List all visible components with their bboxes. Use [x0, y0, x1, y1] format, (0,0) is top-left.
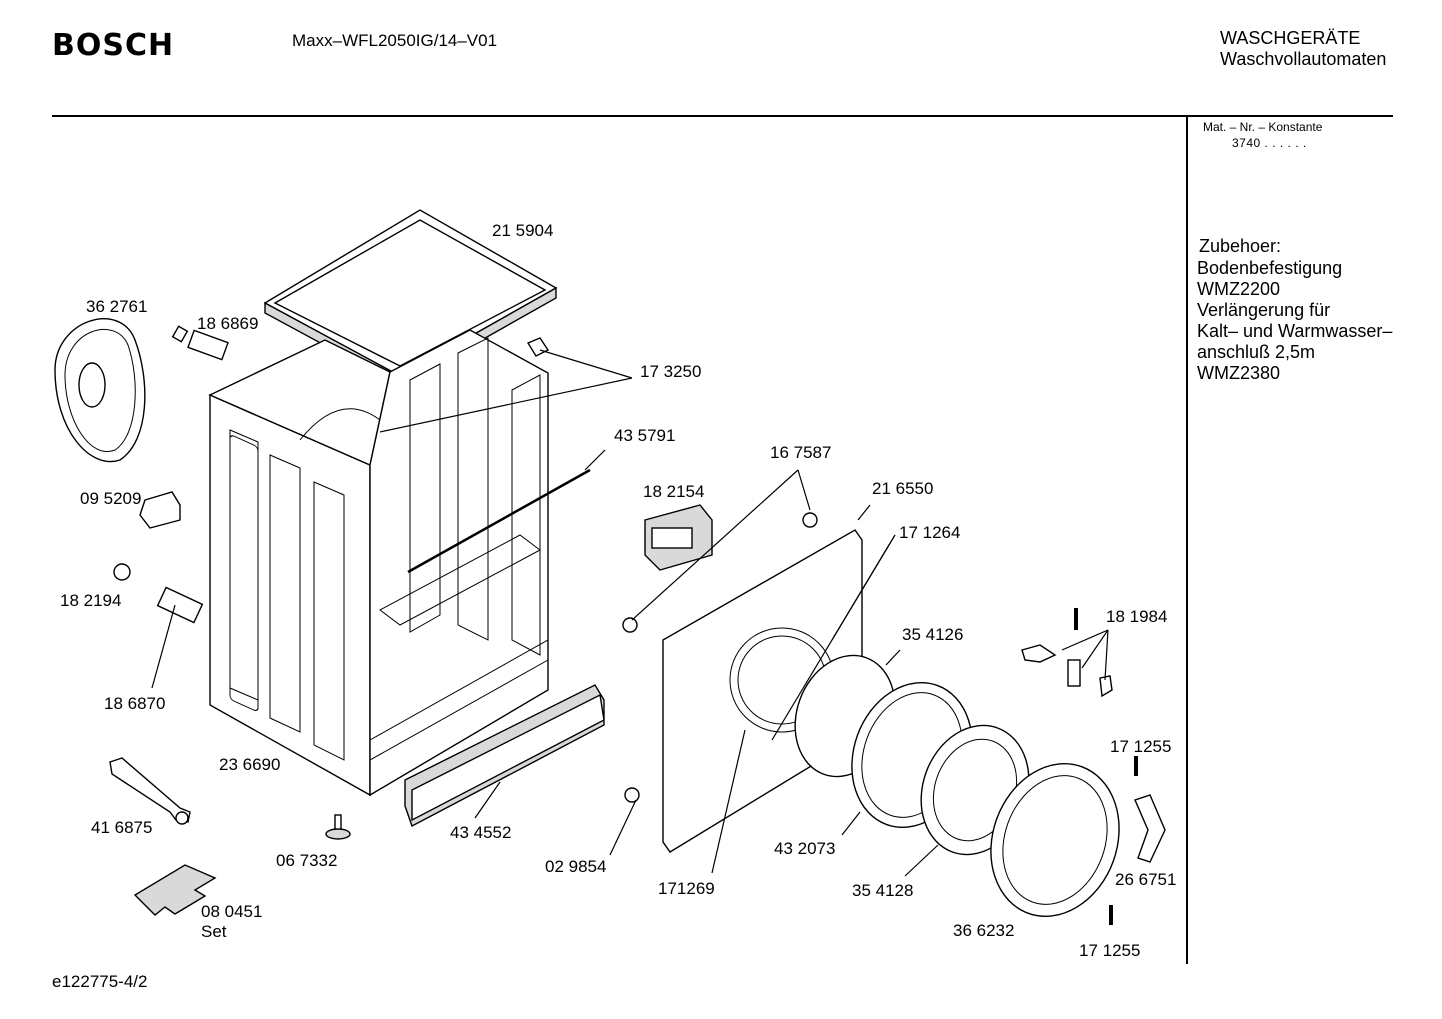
bumper-part [622, 617, 638, 633]
part-label: 35 4126 [902, 625, 964, 644]
part-label: 16 7587 [770, 443, 832, 462]
knob-part [624, 787, 640, 803]
part-label: 17 1255 [1079, 941, 1141, 960]
rear-cover-part [54, 318, 146, 463]
cabinet-part [208, 329, 549, 797]
accessory-line: WMZ2380 [1197, 363, 1281, 383]
accessory-line: WMZ2200 [1197, 279, 1281, 299]
door-lock-part [644, 504, 713, 571]
part-label: 18 2154 [643, 482, 705, 501]
part-label: 43 4552 [450, 823, 512, 842]
transport-lock-set [133, 864, 217, 916]
part-label: 21 5904 [492, 221, 554, 240]
part-label: 18 2194 [60, 591, 122, 610]
cross-bar-part [407, 468, 591, 574]
part-label: 18 6870 [104, 694, 166, 713]
wrench-tool [109, 757, 191, 825]
model-number: Maxx–WFL2050IG/14–V01 [292, 31, 498, 50]
accessory-line: anschluß 2,5m [1197, 342, 1316, 362]
part-label: 43 2073 [774, 839, 836, 858]
part-label: 35 4128 [852, 881, 914, 900]
category-title: WASCHGERÄTE [1220, 28, 1361, 48]
clip-part [526, 337, 550, 357]
hinge-part [1099, 675, 1113, 698]
accessories-heading: Zubehoer: [1199, 236, 1282, 256]
bumper-part [802, 512, 818, 528]
part-label: 26 6751 [1115, 870, 1177, 889]
pin-part [1109, 905, 1113, 925]
part-label: 36 6232 [953, 921, 1015, 940]
mat-number-value: 3740 . . . . . . [1232, 136, 1307, 150]
foot-screw-part [325, 814, 351, 840]
part-label: 02 9854 [545, 857, 607, 876]
door-outer-ring-part [990, 762, 1120, 918]
drawing-code: e122775-4/2 [52, 972, 148, 991]
part-label: 43 5791 [614, 426, 676, 445]
accessory-line: Kalt– und Warmwasser– [1197, 321, 1393, 341]
part-label: 17 3250 [640, 362, 702, 381]
pin-part [1134, 756, 1138, 776]
shock-absorber-part [156, 586, 204, 624]
part-label: 171269 [658, 879, 715, 898]
part-label: 23 6690 [219, 755, 281, 774]
bracket-part [139, 491, 181, 529]
part-label: 41 6875 [91, 818, 153, 837]
part-label: Set [201, 922, 227, 941]
shock-absorber-part [171, 325, 229, 361]
part-label: 17 1255 [1110, 737, 1172, 756]
part-label: 36 2761 [86, 297, 148, 316]
hinge-part [1067, 659, 1081, 687]
part-label: 08 0451 [201, 902, 263, 921]
part-label: 18 1984 [1106, 607, 1168, 626]
hinge-part [1021, 644, 1057, 663]
leader-lines [151, 349, 1109, 877]
category-subtitle: Waschvollautomaten [1220, 49, 1387, 69]
pin-part [1074, 608, 1078, 630]
part-label: 06 7332 [276, 851, 338, 870]
accessory-line: Bodenbefestigung [1197, 258, 1343, 278]
brand-logo: BOSCH [52, 28, 175, 63]
foot-part [113, 563, 131, 581]
part-label: 18 6869 [197, 314, 259, 333]
part-label: 09 5209 [80, 489, 142, 508]
part-label: 17 1264 [899, 523, 961, 542]
plinth-part [404, 684, 605, 827]
mat-number-label: Mat. – Nr. – Konstante [1203, 120, 1323, 134]
door-handle-part [1134, 794, 1166, 863]
accessory-line: Verlängerung für [1197, 300, 1331, 320]
part-label: 21 6550 [872, 479, 934, 498]
